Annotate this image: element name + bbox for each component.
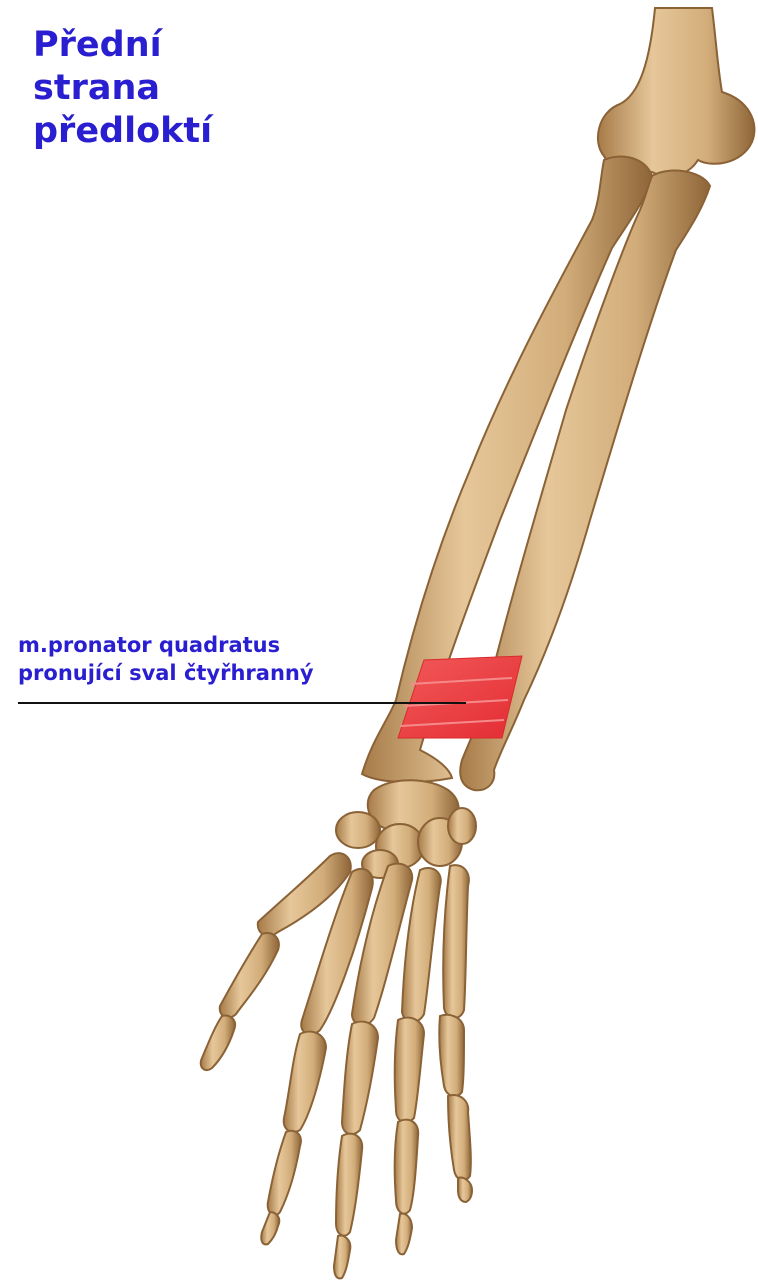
little-finger-bones: [439, 865, 472, 1202]
ring-finger-bones: [395, 868, 441, 1254]
muscle-label-latin: m.pronator quadratus: [18, 631, 314, 659]
carpal-bones: [336, 780, 476, 878]
muscle-label: m.pronator quadratus pronující sval čtyř…: [18, 631, 314, 687]
title-line-3: předloktí: [33, 110, 293, 153]
page-title: Přední strana předloktí: [33, 24, 293, 153]
title-line-1: Přední: [33, 24, 293, 67]
title-line-2: strana: [33, 67, 293, 110]
muscle-label-czech: pronující sval čtyřhranný: [18, 659, 314, 687]
humerus-bone: [598, 8, 755, 176]
